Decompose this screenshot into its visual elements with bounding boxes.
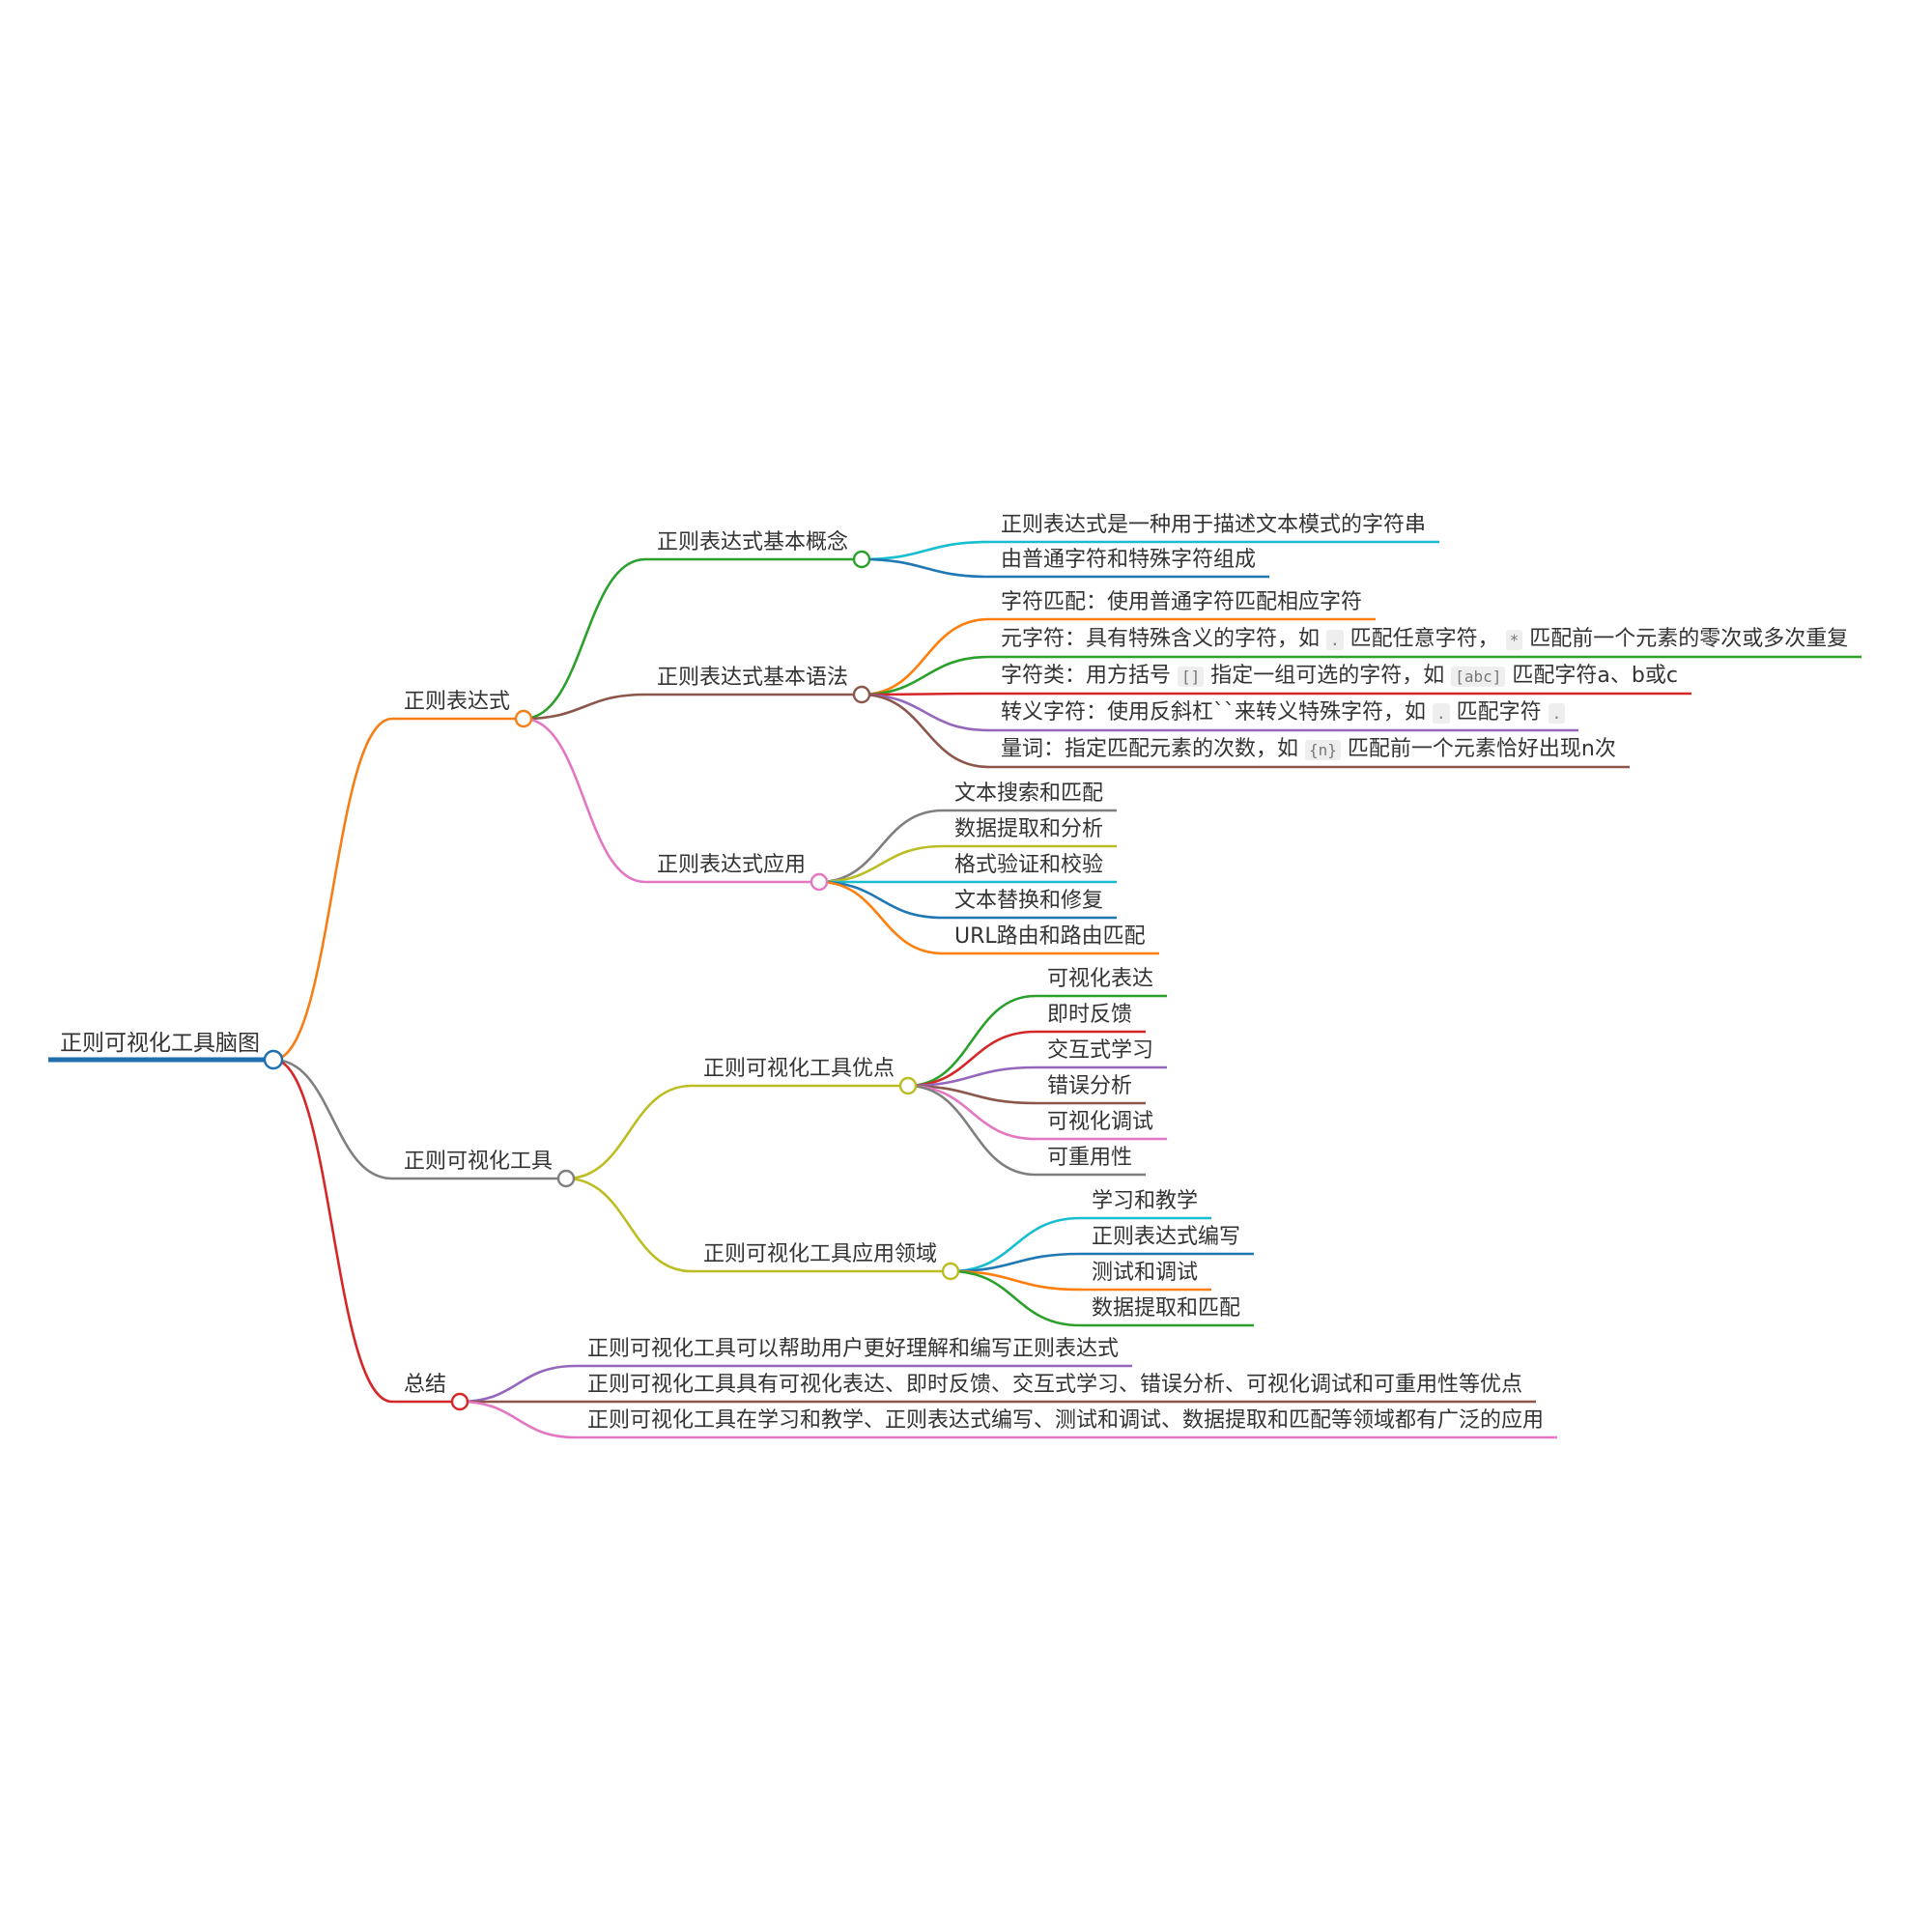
branch-tool-fields[interactable]: 正则可视化工具应用领域 (703, 1242, 938, 1266)
leaf-app-url-routing[interactable]: URL路由和路由匹配 (954, 924, 1146, 949)
mindmap-edge (459, 1364, 577, 1404)
mindmap-edge (861, 693, 990, 769)
leaf-field-learning[interactable]: 学习和教学 (1092, 1189, 1199, 1213)
mindmap-edges (272, 540, 1081, 1439)
mindmap-edge (907, 1084, 1037, 1177)
node-collapse-dot[interactable] (941, 1262, 960, 1281)
mindmap-edge (272, 717, 393, 1062)
mindmap-edge (861, 617, 990, 696)
leaf-adv-visual[interactable]: 可视化表达 (1047, 967, 1154, 991)
leaf-concept-composition[interactable]: 由普通字符和特殊字符组成 (1001, 548, 1257, 572)
branch-regex-application[interactable]: 正则表达式应用 (657, 853, 807, 877)
leaf-syntax-char-match[interactable]: 字符匹配：使用普通字符匹配相应字符 (1001, 590, 1363, 614)
leaf-app-validate[interactable]: 格式验证和校验 (954, 853, 1104, 877)
node-collapse-dot[interactable] (263, 1049, 284, 1070)
leaf-app-extract[interactable]: 数据提取和分析 (954, 817, 1104, 841)
leaf-adv-debug[interactable]: 可视化调试 (1047, 1110, 1154, 1134)
mindmap-edge (907, 994, 1037, 1088)
branch-regex[interactable]: 正则表达式 (404, 690, 511, 714)
leaf-summary-3[interactable]: 正则可视化工具在学习和教学、正则表达式编写、测试和调试、数据提取和匹配等领域都有… (587, 1408, 1545, 1433)
mindmap-edge (818, 880, 944, 955)
leaf-adv-interactive[interactable]: 交互式学习 (1047, 1038, 1154, 1063)
mindmap-root[interactable]: 正则可视化工具脑图 (60, 1031, 260, 1056)
mindmap-edge (950, 1269, 1081, 1327)
node-collapse-dot[interactable] (898, 1076, 918, 1095)
leaf-adv-reuse[interactable]: 可重用性 (1047, 1146, 1133, 1170)
branch-visual-tool[interactable]: 正则可视化工具 (404, 1150, 554, 1174)
mindmap-edge (861, 655, 990, 696)
mindmap-edge (565, 1177, 693, 1273)
mindmap-edge (950, 1216, 1081, 1273)
branch-tool-advantages[interactable]: 正则可视化工具优点 (703, 1057, 895, 1081)
node-collapse-dot[interactable] (852, 550, 871, 569)
leaf-summary-2[interactable]: 正则可视化工具具有可视化表达、即时反馈、交互式学习、错误分析、可视化调试和可重用… (587, 1373, 1523, 1397)
branch-summary[interactable]: 总结 (404, 1373, 447, 1397)
mindmap-edge (523, 557, 646, 721)
node-collapse-dot[interactable] (852, 685, 871, 704)
mindmap-edge (523, 693, 646, 721)
leaf-adv-error[interactable]: 错误分析 (1047, 1074, 1133, 1098)
leaf-app-search[interactable]: 文本搜索和匹配 (954, 781, 1104, 806)
mindmap-underlines (48, 540, 1861, 1439)
mindmap-edge (818, 844, 944, 884)
node-collapse-dot[interactable] (556, 1169, 576, 1188)
leaf-syntax-escape[interactable]: 转义字符：使用反斜杠``来转义特殊字符，如 . 匹配字符 . (1001, 699, 1566, 727)
mindmap-edge (907, 1065, 1037, 1088)
leaf-field-extract[interactable]: 数据提取和匹配 (1092, 1296, 1241, 1321)
node-collapse-dot[interactable] (514, 709, 533, 728)
mindmap-edge (907, 1030, 1037, 1088)
branch-regex-syntax[interactable]: 正则表达式基本语法 (657, 666, 849, 690)
leaf-field-writing[interactable]: 正则表达式编写 (1092, 1225, 1241, 1249)
mindmap-edge (523, 717, 646, 884)
leaf-adv-feedback[interactable]: 即时反馈 (1047, 1003, 1133, 1027)
mindmap-edge (861, 557, 990, 579)
leaf-syntax-char-class[interactable]: 字符类：用方括号 [] 指定一组可选的字符，如 [abc] 匹配字符a、b或c (1001, 664, 1678, 688)
mindmap-edge (272, 1058, 393, 1180)
mindmap-edge (861, 540, 990, 561)
mindmap-edge (459, 1400, 577, 1439)
leaf-syntax-metachar[interactable]: 元字符：具有特殊含义的字符，如 . 匹配任意字符， * 匹配前一个元素的零次或多… (1001, 627, 1849, 651)
mindmap-edge (272, 1058, 393, 1404)
mindmap-node-dots (263, 550, 960, 1411)
branch-regex-concept[interactable]: 正则表达式基本概念 (657, 530, 849, 554)
mindmap-edge (950, 1252, 1081, 1273)
mindmap-edge (818, 809, 944, 884)
leaf-summary-1[interactable]: 正则可视化工具可以帮助用户更好理解和编写正则表达式 (587, 1337, 1120, 1361)
mindmap-edge (565, 1084, 693, 1180)
leaf-syntax-quantifier[interactable]: 量词：指定匹配元素的次数，如 {n} 匹配前一个元素恰好出现n次 (1001, 737, 1616, 761)
leaf-app-replace[interactable]: 文本替换和修复 (954, 889, 1104, 913)
node-collapse-dot[interactable] (810, 872, 829, 892)
leaf-concept-definition[interactable]: 正则表达式是一种用于描述文本模式的字符串 (1001, 513, 1427, 537)
node-collapse-dot[interactable] (450, 1392, 469, 1411)
leaf-field-testing[interactable]: 测试和调试 (1092, 1261, 1199, 1285)
